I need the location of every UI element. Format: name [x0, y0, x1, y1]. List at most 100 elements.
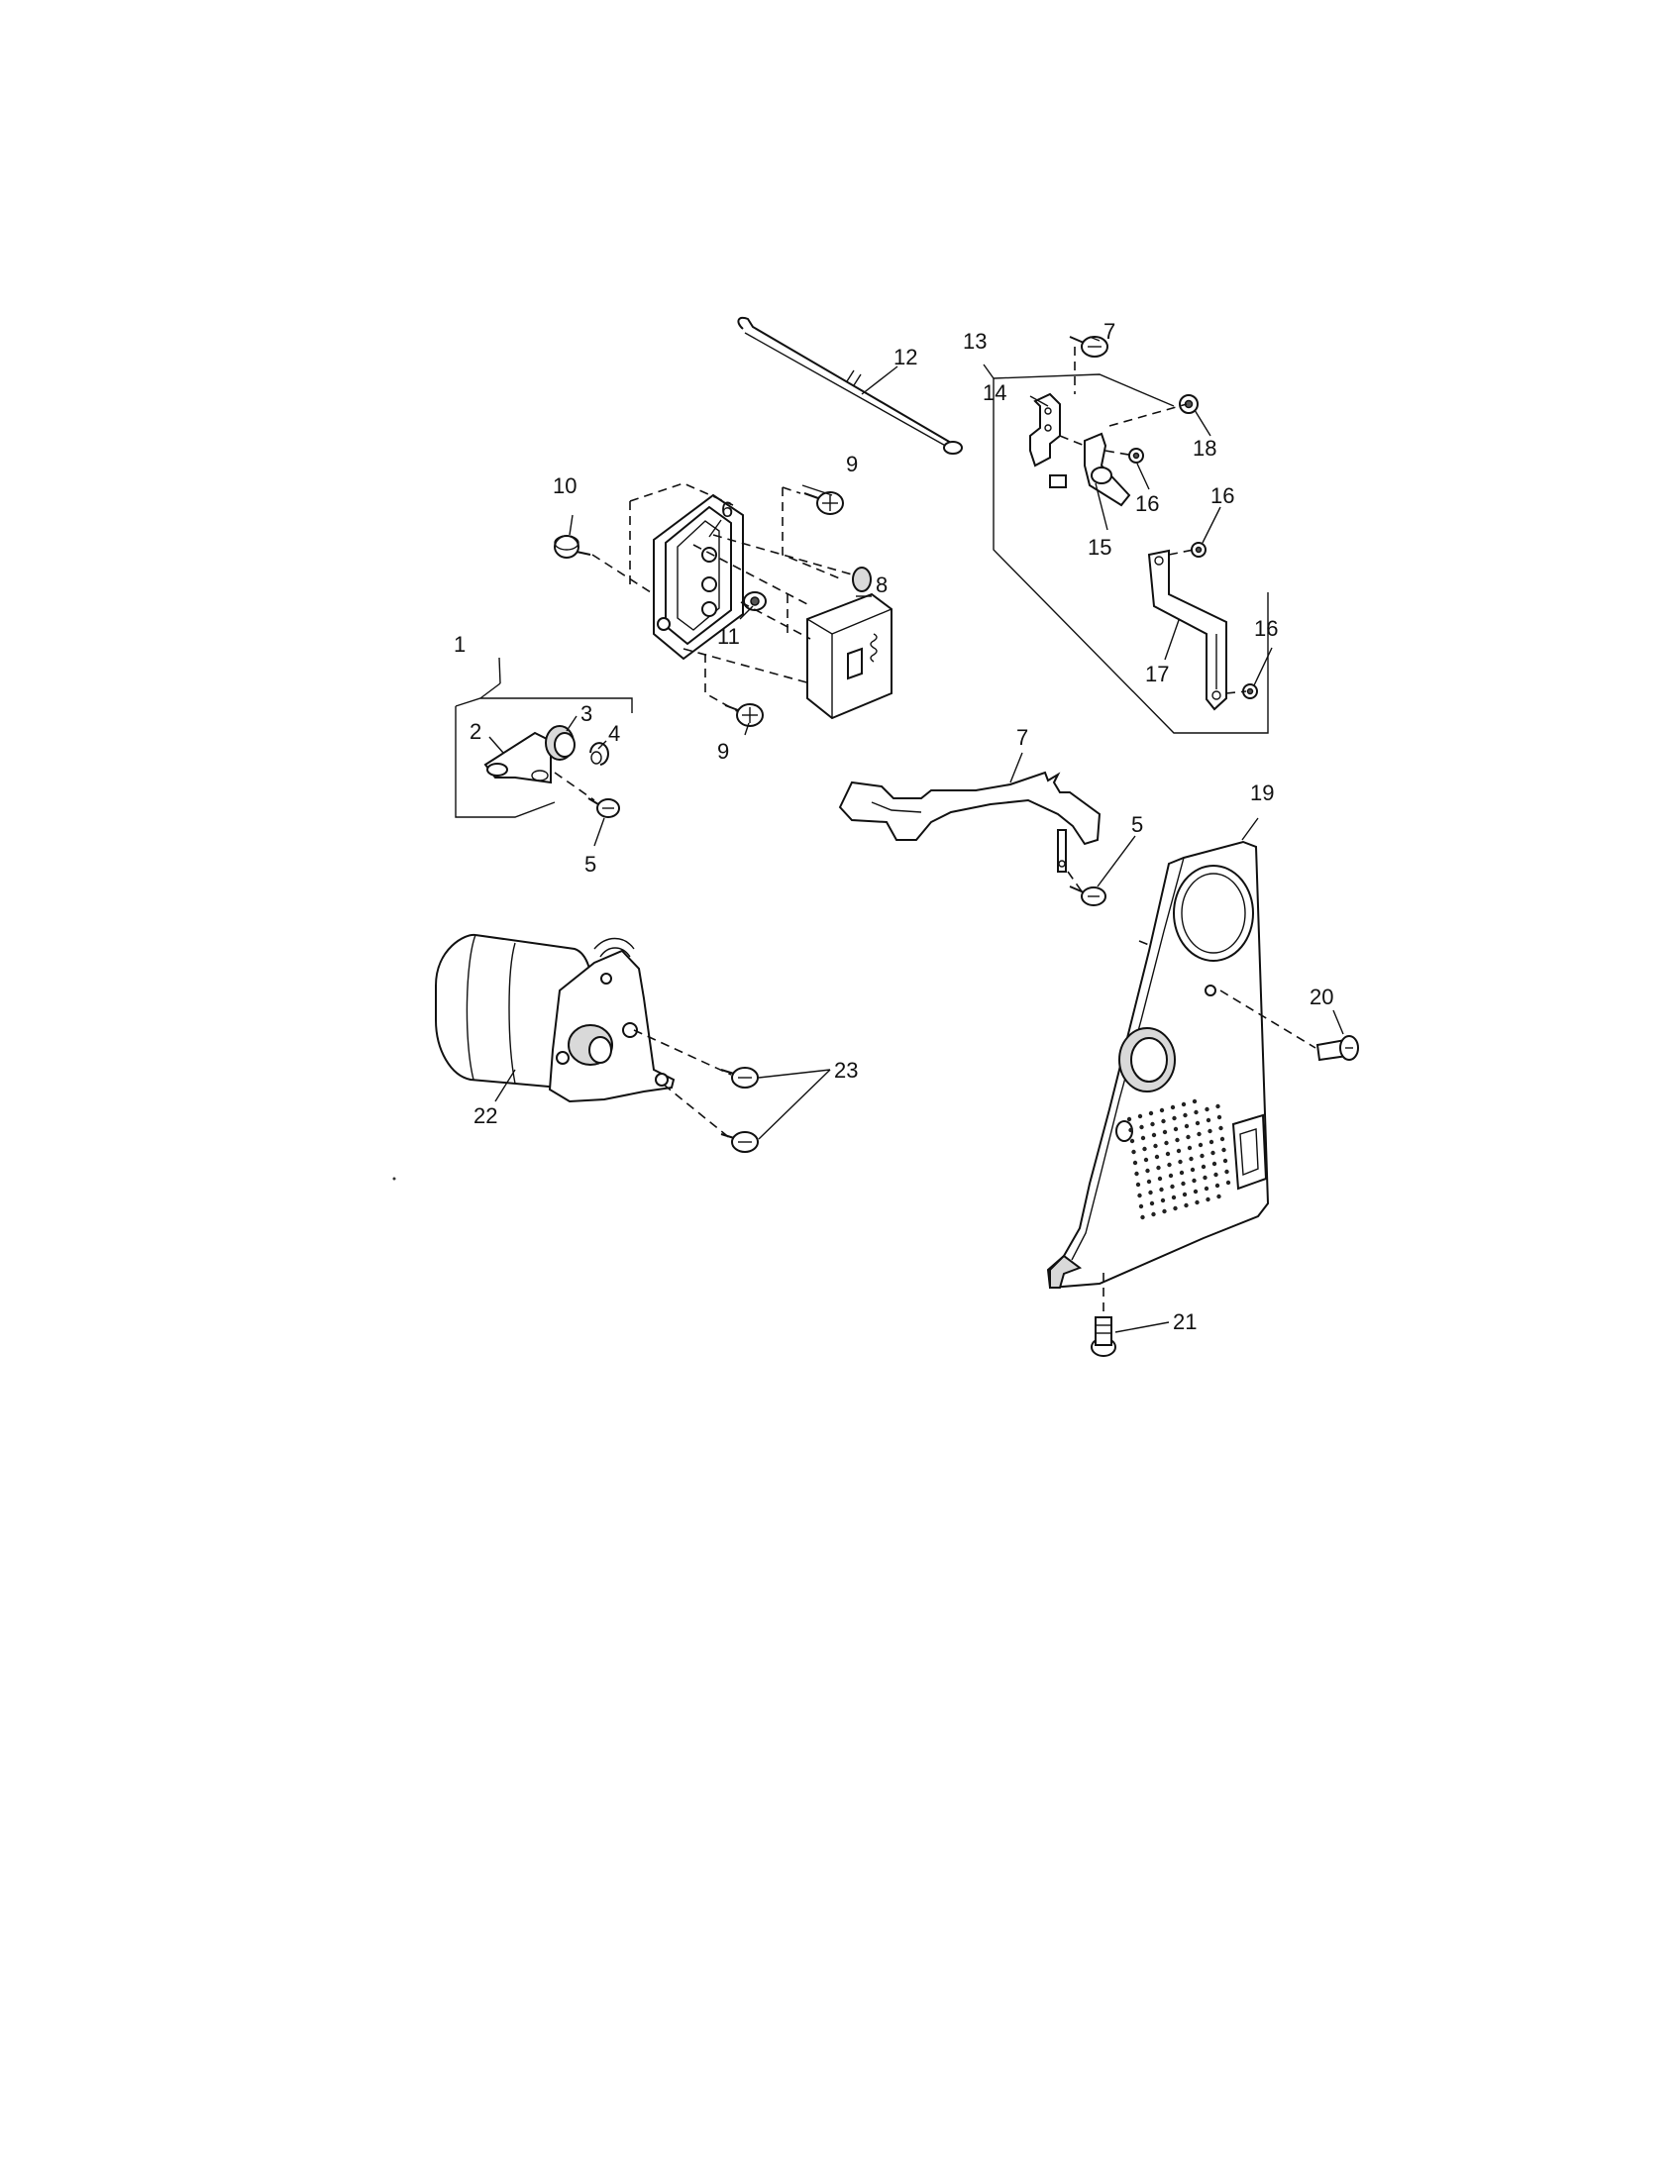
vent-hole — [1205, 1106, 1209, 1112]
callout-22: 22 — [473, 1103, 497, 1128]
part-22-motor — [435, 933, 676, 1103]
vent-hole — [1173, 1205, 1178, 1211]
vent-hole — [1176, 1148, 1182, 1154]
leader-lines — [488, 336, 1344, 1333]
vent-hole — [1150, 1121, 1155, 1127]
vent-grid — [1126, 1098, 1231, 1220]
vent-hole — [1168, 1173, 1174, 1179]
vent-hole — [1211, 1161, 1217, 1167]
vent-hole — [1195, 1120, 1201, 1126]
assembly-lines-motor — [633, 1029, 732, 1140]
vent-hole — [1225, 1180, 1231, 1186]
vent-hole — [1194, 1109, 1199, 1115]
vent-hole — [1192, 1098, 1198, 1104]
vent-hole — [1203, 1175, 1208, 1181]
vent-hole — [1170, 1184, 1175, 1190]
vent-hole — [1208, 1139, 1214, 1145]
vent-hole — [1201, 1164, 1207, 1170]
callout-6: 6 — [721, 497, 733, 522]
vent-hole — [1148, 1110, 1154, 1116]
vent-hole — [1198, 1142, 1204, 1148]
vent-hole — [1173, 1126, 1179, 1132]
vent-hole — [1193, 1189, 1199, 1195]
callout-13: 13 — [963, 329, 987, 354]
vent-hole — [1208, 1128, 1212, 1134]
vent-hole — [1192, 1178, 1197, 1184]
vent-hole — [1142, 1146, 1147, 1152]
vent-hole — [1162, 1208, 1167, 1214]
vent-hole — [1215, 1103, 1220, 1109]
callout-9-upper: 9 — [846, 452, 858, 476]
callout-2: 2 — [470, 719, 481, 744]
vent-hole — [1222, 1158, 1228, 1164]
callout-numbers: 1 2 3 4 5 5 6 7 7 8 9 9 10 11 12 13 14 1… — [454, 319, 1333, 1334]
part-19-side-cover — [1046, 840, 1270, 1290]
part-10-screw — [554, 535, 591, 559]
part-9-screw-lower — [724, 703, 764, 727]
vent-hole — [1146, 1179, 1152, 1185]
part-16-eclip-b — [1191, 542, 1207, 558]
part-23-screw-lower — [720, 1131, 759, 1153]
callout-4: 4 — [608, 721, 620, 746]
vent-hole — [1213, 1172, 1218, 1178]
vent-hole — [1154, 1154, 1160, 1160]
part-3-cam — [545, 725, 576, 761]
callout-7-top: 7 — [1103, 319, 1115, 344]
vent-hole — [1218, 1125, 1223, 1131]
vent-hole — [1210, 1150, 1215, 1156]
part-4-clip — [589, 742, 609, 766]
vent-hole — [1131, 1149, 1136, 1155]
vent-hole — [1182, 1192, 1188, 1197]
part-9-screw-upper — [803, 491, 844, 515]
assembly-lines-cover — [1102, 989, 1316, 1315]
assembly-lines-group13 — [1059, 347, 1247, 694]
vent-hole — [1129, 1138, 1135, 1144]
vent-hole — [1178, 1159, 1183, 1165]
vent-hole — [1179, 1170, 1185, 1176]
vent-hole — [1151, 1132, 1157, 1138]
vent-hole — [1175, 1137, 1180, 1143]
vent-hole — [1137, 1113, 1143, 1119]
part-15-lever — [1084, 432, 1131, 507]
part-7-curved-bracket — [838, 771, 1102, 873]
vent-hole — [1148, 1190, 1153, 1196]
callout-12: 12 — [893, 345, 917, 369]
stray-dot — [392, 1177, 396, 1181]
part-5-screw-group1 — [587, 797, 620, 818]
vent-hole — [1140, 1214, 1145, 1220]
vent-hole — [1132, 1160, 1138, 1166]
vent-hole — [1149, 1200, 1155, 1206]
vent-hole — [1134, 1171, 1139, 1177]
vent-hole — [1161, 1118, 1166, 1124]
part-7-screw-top — [1069, 336, 1108, 358]
vent-hole — [1214, 1183, 1220, 1189]
vent-hole — [1135, 1182, 1141, 1188]
vent-hole — [1157, 1176, 1163, 1182]
part-11-nut — [743, 591, 767, 611]
vent-hole — [1126, 1116, 1132, 1122]
vent-hole — [1139, 1124, 1144, 1130]
vent-hole — [1197, 1131, 1202, 1137]
vent-hole — [1184, 1202, 1189, 1208]
vent-hole — [1151, 1211, 1156, 1217]
callout-18: 18 — [1193, 436, 1216, 461]
vent-hole — [1200, 1153, 1205, 1159]
callout-16-c: 16 — [1254, 616, 1278, 641]
part-12-rod — [737, 316, 963, 455]
callout-16-b: 16 — [1210, 483, 1234, 508]
assembly-lines-bracket — [1067, 871, 1160, 950]
vent-hole — [1187, 1145, 1193, 1151]
part-5-screw-bracket — [1069, 885, 1106, 906]
vent-hole — [1181, 1181, 1186, 1187]
callout-5-bracket: 5 — [1131, 812, 1143, 837]
part-17-link — [1147, 549, 1227, 711]
callout-14: 14 — [983, 380, 1006, 405]
callout-17: 17 — [1145, 662, 1169, 686]
assembly-lines-group1 — [554, 772, 595, 801]
vent-hole — [1216, 1114, 1222, 1120]
vent-hole — [1189, 1156, 1194, 1162]
vent-hole — [1206, 1117, 1211, 1123]
vent-hole — [1128, 1127, 1133, 1133]
